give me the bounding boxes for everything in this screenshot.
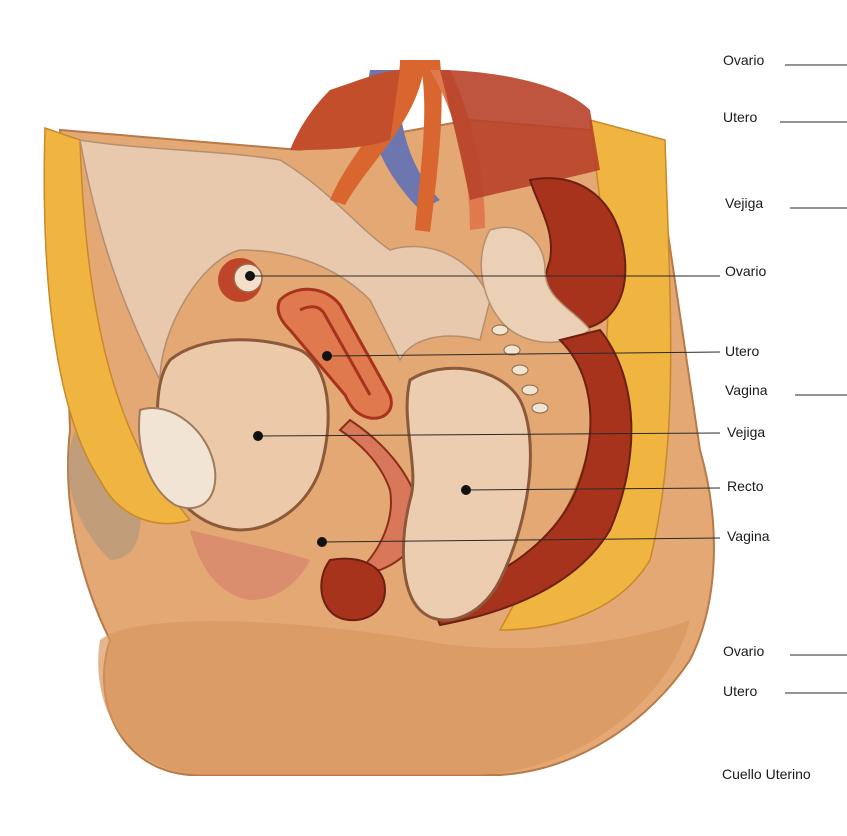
label-vagina-low: Vagina	[727, 528, 770, 544]
label-ovario-top: Ovario	[723, 52, 764, 68]
dot-recto	[461, 485, 471, 495]
label-utero-top: Utero	[723, 109, 757, 125]
label-ovario-mid: Ovario	[725, 263, 766, 279]
dot-utero	[322, 351, 332, 361]
label-vejiga-top: Vejiga	[725, 195, 763, 211]
dot-vagina	[317, 537, 327, 547]
label-utero-bottom: Utero	[723, 683, 757, 699]
label-ovario-bottom: Ovario	[723, 643, 764, 659]
label-recto: Recto	[727, 478, 764, 494]
label-utero-mid: Utero	[725, 343, 759, 359]
dot-ovario	[245, 271, 255, 281]
label-vagina-mid: Vagina	[725, 382, 768, 398]
label-vejiga-mid: Vejiga	[727, 424, 765, 440]
dot-vejiga	[253, 431, 263, 441]
perineal-body	[321, 559, 385, 620]
label-cuello-uterino: Cuello Uterino	[722, 766, 811, 782]
muscle-left-top	[290, 70, 400, 150]
buttock-shade	[98, 620, 690, 775]
